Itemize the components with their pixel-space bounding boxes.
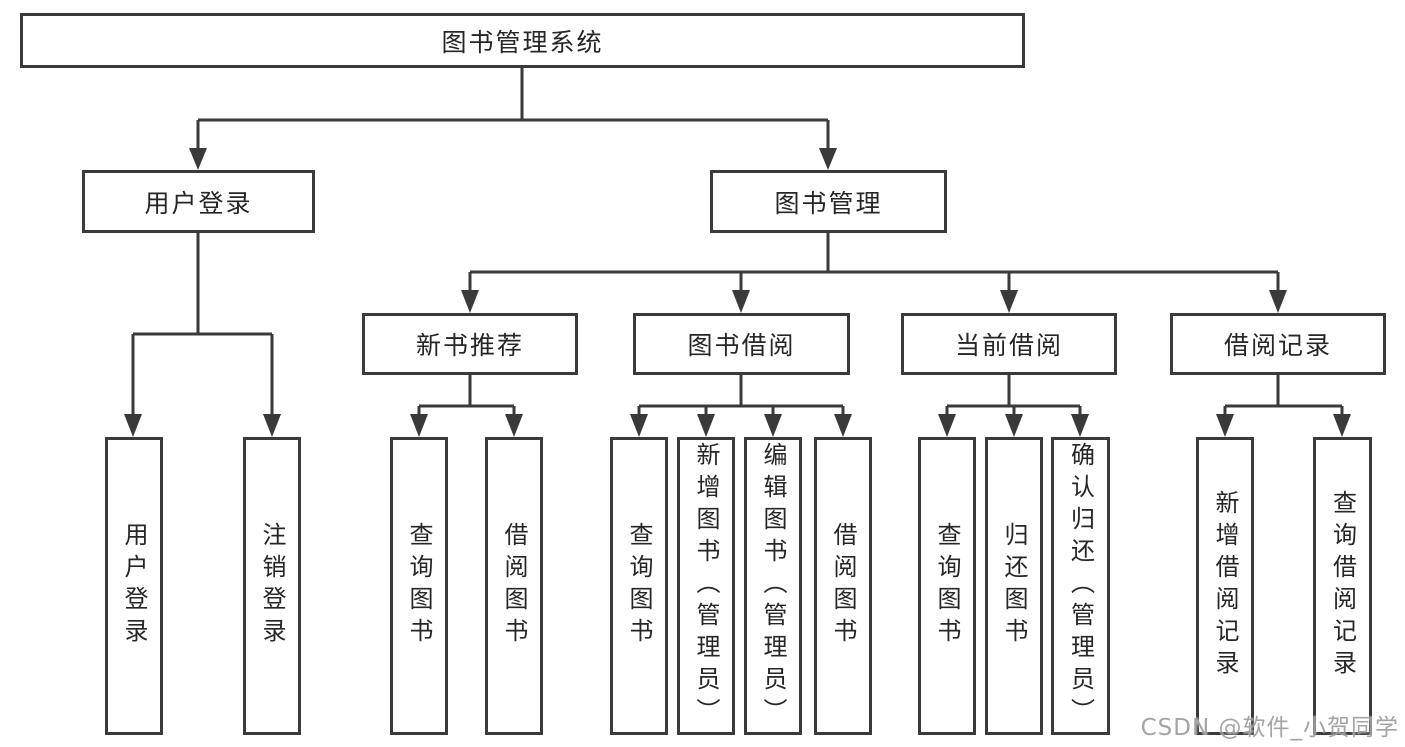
node-leaf-add-books-admin-label: 新增图书（管理员） bbox=[692, 442, 720, 730]
node-leaf-edit-books-admin-label: 编辑图书（管理员） bbox=[759, 442, 787, 730]
node-current-borrowing: 当前借阅 bbox=[901, 313, 1117, 375]
node-leaf-query-borrow-record: 查询借阅记录 bbox=[1313, 437, 1372, 735]
connector-book-management-to-level3 bbox=[468, 233, 1280, 294]
connector-root-to-level2 bbox=[196, 68, 830, 150]
node-leaf-add-borrow-record-label: 新增借阅记录 bbox=[1211, 490, 1239, 682]
node-leaf-return-books-label: 归还图书 bbox=[1000, 522, 1028, 650]
node-leaf-query-books-2: 查询图书 bbox=[610, 437, 668, 735]
node-leaf-query-books-1-label: 查询图书 bbox=[405, 522, 433, 650]
node-leaf-borrow-books-2: 借阅图书 bbox=[814, 437, 872, 735]
node-leaf-query-borrow-record-label: 查询借阅记录 bbox=[1328, 490, 1357, 682]
node-leaf-user-login: 用户登录 bbox=[105, 437, 163, 735]
connector-current-borrowing-to-leaves bbox=[945, 375, 1082, 418]
node-leaf-user-login-label: 用户登录 bbox=[120, 522, 148, 650]
node-leaf-query-books-3-label: 查询图书 bbox=[933, 522, 961, 650]
node-book-borrowing: 图书借阅 bbox=[633, 313, 850, 375]
node-user-login-branch-label: 用户登录 bbox=[144, 188, 253, 218]
node-borrowing-records: 借阅记录 bbox=[1170, 313, 1386, 375]
csdn-watermark: CSDN @软件_小贺同学 bbox=[1140, 715, 1399, 741]
node-leaf-logout: 注销登录 bbox=[243, 437, 301, 735]
node-current-borrowing-label: 当前借阅 bbox=[954, 331, 1063, 360]
node-leaf-logout-label: 注销登录 bbox=[258, 522, 286, 650]
node-leaf-borrow-books-2-label: 借阅图书 bbox=[829, 522, 857, 650]
node-book-management-system-label: 图书管理系统 bbox=[441, 27, 604, 57]
node-leaf-add-books-admin: 新增图书（管理员） bbox=[677, 437, 735, 735]
connector-new-book-to-leaves bbox=[417, 375, 516, 418]
node-book-management-branch-label: 图书管理 bbox=[774, 188, 883, 218]
node-borrowing-records-label: 借阅记录 bbox=[1223, 331, 1332, 360]
node-book-borrowing-label: 图书借阅 bbox=[687, 331, 796, 360]
connector-book-borrowing-to-leaves bbox=[637, 375, 845, 418]
node-book-management-branch: 图书管理 bbox=[710, 170, 947, 233]
node-leaf-confirm-return-admin: 确认归还（管理员） bbox=[1051, 437, 1110, 735]
node-new-book-recommendation-label: 新书推荐 bbox=[415, 331, 524, 360]
node-leaf-query-books-2-label: 查询图书 bbox=[625, 522, 653, 650]
node-user-login-branch: 用户登录 bbox=[82, 170, 315, 233]
connector-borrowing-records-to-leaves bbox=[1223, 375, 1344, 418]
arrowheads bbox=[124, 148, 1351, 437]
node-new-book-recommendation: 新书推荐 bbox=[362, 313, 578, 375]
node-leaf-borrow-books-1: 借阅图书 bbox=[485, 437, 543, 735]
node-book-management-system: 图书管理系统 bbox=[20, 13, 1025, 68]
node-leaf-query-books-1: 查询图书 bbox=[390, 437, 448, 735]
node-leaf-edit-books-admin: 编辑图书（管理员） bbox=[744, 437, 802, 735]
node-leaf-confirm-return-admin-label: 确认归还（管理员） bbox=[1066, 442, 1095, 730]
node-leaf-borrow-books-1-label: 借阅图书 bbox=[500, 522, 528, 650]
node-leaf-return-books: 归还图书 bbox=[985, 437, 1043, 735]
connector-user-login-to-leaves bbox=[131, 233, 274, 418]
node-leaf-add-borrow-record: 新增借阅记录 bbox=[1196, 437, 1254, 735]
node-leaf-query-books-3: 查询图书 bbox=[918, 437, 976, 735]
